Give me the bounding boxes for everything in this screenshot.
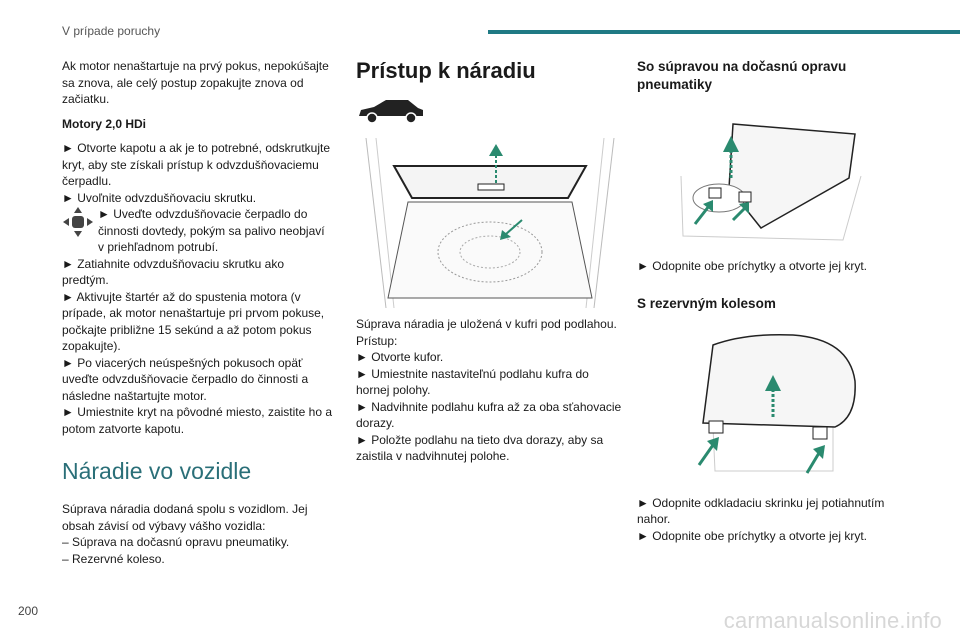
- engine-heading: Motory 2,0 HDi: [62, 116, 147, 131]
- header-accent-bar: [488, 30, 960, 34]
- intro-text: Ak motor nenaštartuje na prvý pokus, nep…: [62, 59, 329, 106]
- column-right: So súpravou na dočasnú opravu pneumatiky…: [637, 58, 905, 544]
- trunk-floor-illustration: [356, 138, 624, 308]
- step-tighten-screw: ► Zatiahnite odvzdušňovaciu skrutku ako …: [62, 256, 284, 288]
- watermark: carmanualsonline.info: [723, 608, 942, 633]
- tools-item-spare-wheel: – Rezervné koleso.: [62, 551, 165, 566]
- step-repeat: ► Po viacerých neúspešných pokusoch opäť…: [62, 355, 309, 403]
- step-lift-floor: ► Nadvihnite podlahu kufra až za oba sťa…: [356, 399, 622, 431]
- kit-location-text: Súprava náradia je uložená v kufri pod p…: [356, 317, 617, 331]
- step-open-hood: ► Otvorte kapotu a ak je to potrebné, od…: [62, 141, 331, 188]
- step-loosen-screw: ► Uvoľnite odvzdušňovaciu skrutku.: [62, 190, 257, 205]
- access-heading: Prístup k náradiu: [356, 58, 536, 83]
- repair-kit-heading: So súpravou na dočasnú opravu pneumatiky: [637, 59, 847, 92]
- suv-car-icon: [359, 100, 423, 124]
- step-open-trunk: ► Otvorte kufor.: [356, 350, 444, 364]
- repair-kit-illustration: [673, 116, 905, 244]
- tools-heading: Náradie vo vozidle: [62, 458, 252, 484]
- tools-intro: Súprava náradia dodaná spolu s vozidlom.…: [62, 502, 308, 533]
- spare-wheel-heading: S rezervným kolesom: [637, 295, 776, 311]
- pump-step: ► Uveďte odvzdušňovacie čerpadlo do činn…: [62, 206, 332, 256]
- step-floor-up: ► Umiestnite nastaviteľnú podlahu kufra …: [356, 366, 589, 398]
- page-number: 200: [18, 604, 39, 618]
- spare-wheel-illustration: [673, 331, 905, 481]
- step-pull-storage-box: ► Odopnite odkladaciu skrinku jej potiah…: [637, 495, 885, 527]
- priming-pump-icon: [63, 207, 93, 237]
- step-close-hood: ► Umiestnite kryt na pôvodné miesto, zai…: [62, 405, 332, 436]
- step-unclip-kit: ► Odopnite obe príchytky a otvorte jej k…: [637, 259, 867, 273]
- column-left: Ak motor nenaštartuje na prvý pokus, nep…: [62, 58, 332, 567]
- tools-item-repair-kit: – Súprava na dočasnú opravu pneumatiky.: [62, 535, 290, 549]
- step-prime-pump: ► Uveďte odvzdušňovacie čerpadlo do činn…: [98, 207, 325, 254]
- step-rest-floor: ► Položte podlahu na tieto dva dorazy, a…: [356, 432, 604, 464]
- step-unclip-wheel-cover: ► Odopnite obe príchytky a otvorte jej k…: [637, 528, 867, 543]
- column-middle: Prístup k náradiu Súprava náradia je ulo…: [356, 58, 624, 465]
- header-title: V prípade poruchy: [62, 24, 161, 38]
- access-label: Prístup:: [356, 333, 398, 348]
- step-starter: ► Aktivujte štartér až do spustenia moto…: [62, 289, 325, 354]
